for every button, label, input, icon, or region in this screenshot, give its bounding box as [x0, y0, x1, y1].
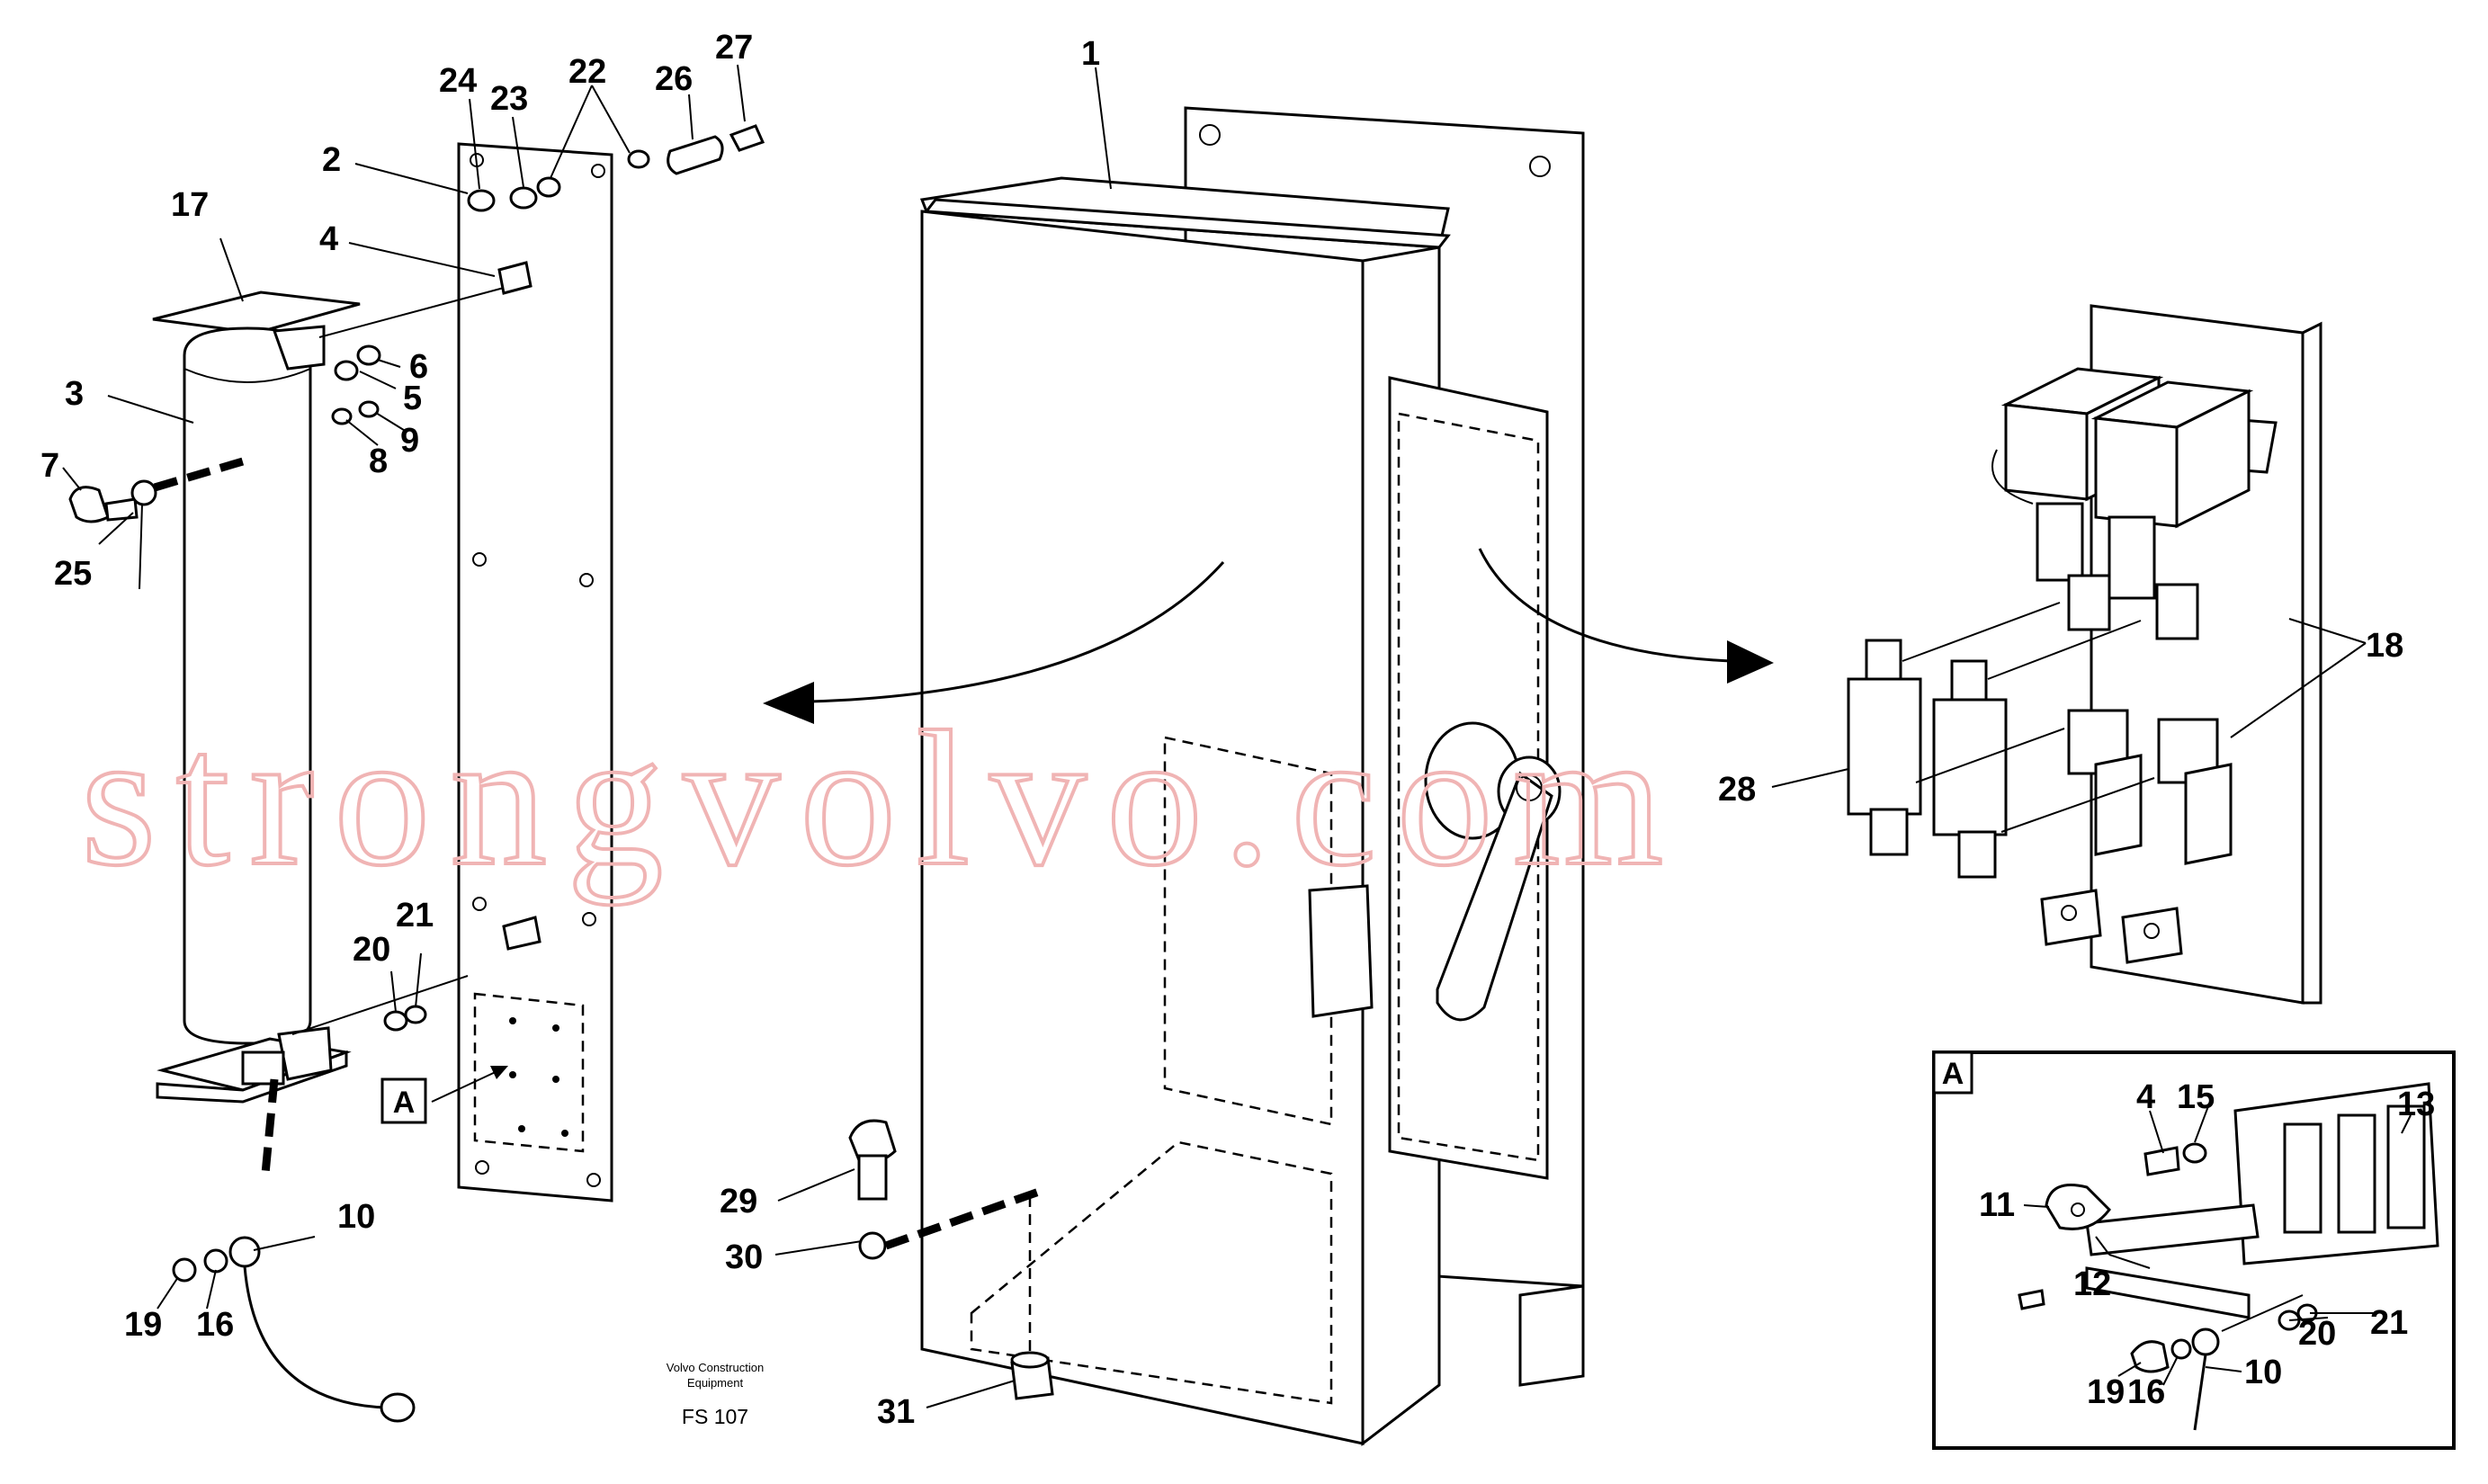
cabinet-housing	[919, 106, 1585, 1447]
detail-callout-15: 15	[2177, 1078, 2215, 1116]
view-marker-a: A	[380, 1066, 508, 1124]
callout-7: 7	[40, 447, 59, 485]
exploded-view-arrow-right	[1478, 548, 1774, 684]
callout-3: 3	[65, 375, 84, 413]
callout-1: 1	[1081, 35, 1100, 73]
reference-code: FS 107	[682, 1405, 748, 1428]
detail-callout-19: 19	[2087, 1373, 2125, 1411]
capacitor-cylinder	[152, 287, 505, 1175]
callout-17: 17	[171, 186, 209, 224]
view-marker-label: A	[393, 1086, 416, 1120]
detail-callout-20: 20	[2298, 1315, 2336, 1353]
reference-line-2: Equipment	[687, 1376, 744, 1390]
watermark: strongvolvo.com	[81, 691, 1683, 906]
callout-28: 28	[1718, 771, 1756, 809]
detail-callout-16: 16	[2127, 1373, 2165, 1411]
callout-labels: 1 2 3 4 5 6 7 8 9 10 16 17 18 19 20 21 2…	[40, 29, 2435, 1431]
callout-24: 24	[439, 62, 477, 100]
callout-8: 8	[369, 443, 388, 480]
reference-line-1: Volvo Construction	[667, 1361, 764, 1374]
callout-9: 9	[400, 422, 419, 460]
callout-5: 5	[403, 380, 422, 417]
callout-16: 16	[196, 1306, 234, 1344]
exploded-view-arrow-left	[763, 560, 1225, 724]
callout-20: 20	[353, 931, 390, 969]
detail-callout-13: 13	[2397, 1086, 2435, 1123]
callout-29: 29	[720, 1183, 757, 1220]
callout-19: 19	[124, 1306, 162, 1344]
callout-4: 4	[319, 220, 338, 258]
callout-22: 22	[568, 53, 606, 91]
callout-21: 21	[396, 897, 434, 934]
callout-10: 10	[337, 1198, 375, 1236]
callout-6: 6	[409, 348, 428, 386]
hardware-screws-nuts	[68, 124, 1054, 1423]
callout-18: 18	[2366, 627, 2403, 665]
detail-callout-11: 11	[1979, 1186, 2015, 1224]
callout-26: 26	[655, 60, 693, 98]
detail-callout-12: 12	[2073, 1265, 2111, 1303]
detail-a-box: A	[1932, 1050, 2456, 1450]
callout-27: 27	[715, 29, 753, 67]
callout-31: 31	[877, 1393, 915, 1431]
reference-block: Volvo Construction Equipment FS 107	[667, 1361, 764, 1428]
detail-callout-10: 10	[2244, 1354, 2282, 1391]
detail-callout-4: 4	[2136, 1078, 2155, 1116]
detail-callout-21: 21	[2370, 1304, 2408, 1342]
detail-a-marker: A	[1942, 1057, 1964, 1091]
mounting-plate	[457, 142, 613, 1202]
leader-lines	[62, 64, 2412, 1408]
callout-30: 30	[725, 1238, 763, 1276]
callout-25: 25	[54, 555, 92, 593]
callout-23: 23	[490, 80, 528, 118]
fuse-holder-assembly	[1847, 304, 2322, 1005]
callout-2: 2	[322, 141, 341, 179]
